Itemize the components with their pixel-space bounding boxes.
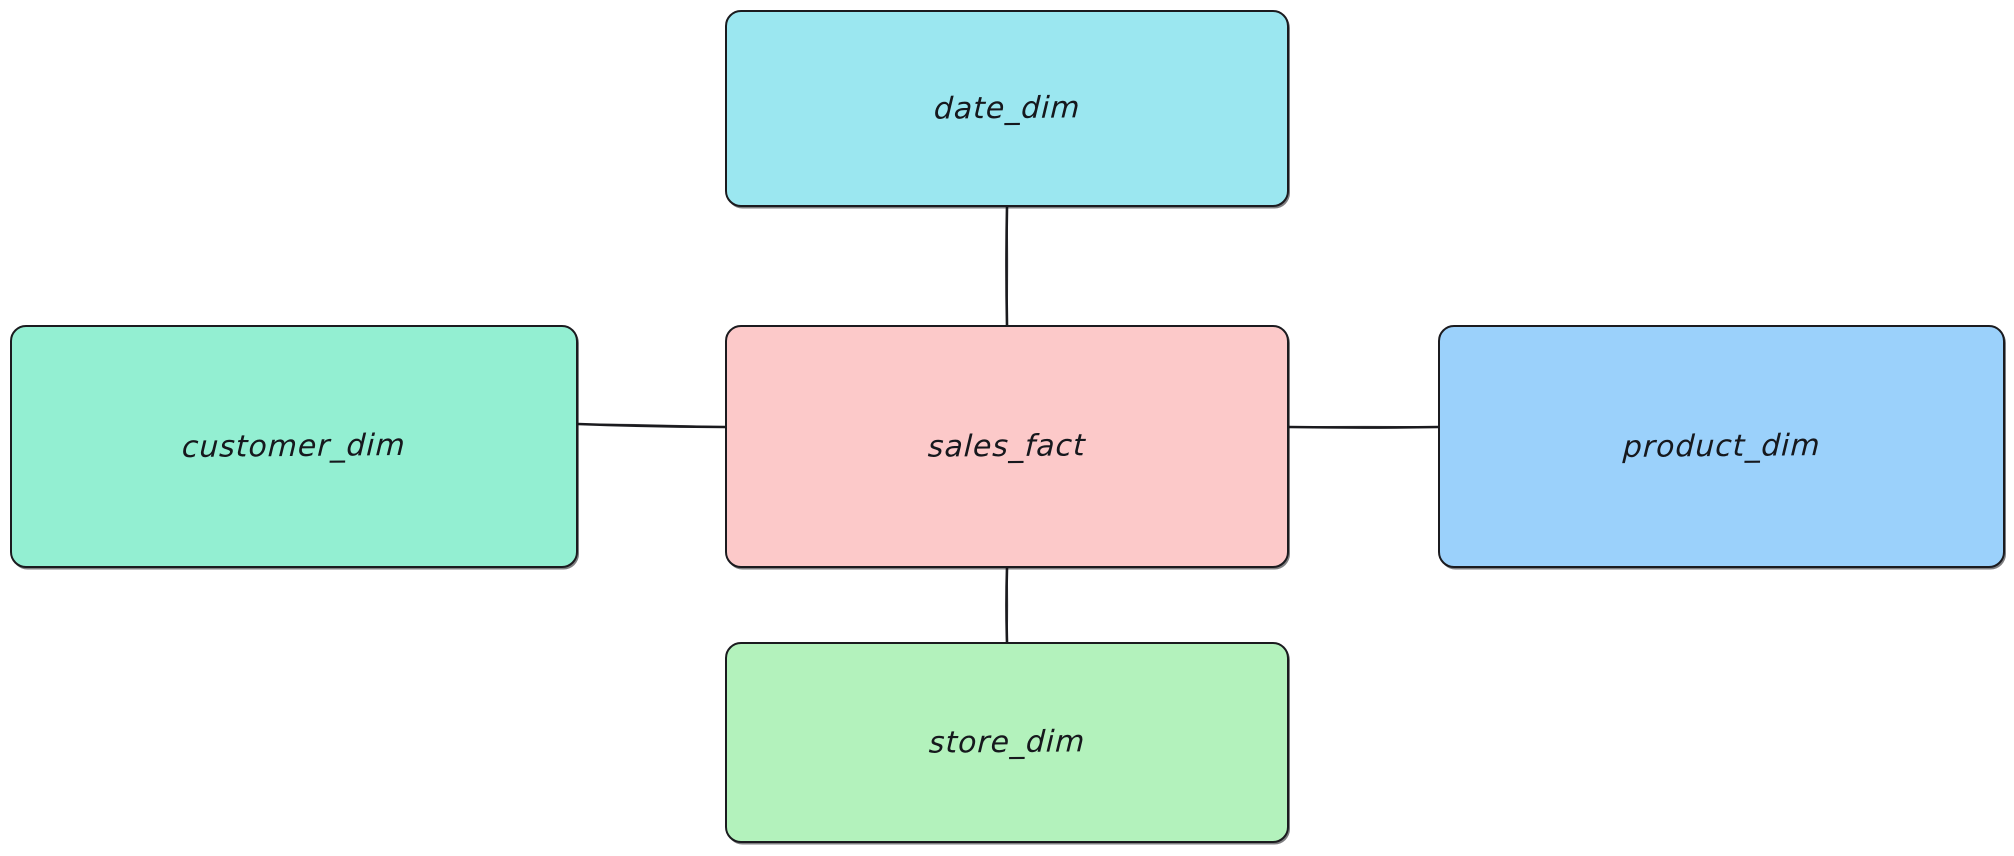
node-label-sales-fact: sales_fact <box>927 428 1087 465</box>
edge-sales-store-sketch <box>1006 567 1009 643</box>
node-label-date-dim: date_dim <box>932 90 1082 127</box>
node-product-dim[interactable]: product_dim <box>1438 325 2005 568</box>
edge-date-sales <box>1005 205 1009 327</box>
node-label-customer-dim: customer_dim <box>181 428 407 465</box>
node-label-store-dim: store_dim <box>928 724 1086 761</box>
node-store-dim[interactable]: store_dim <box>725 642 1289 843</box>
edge-sales-product <box>1287 425 1440 429</box>
node-date-dim[interactable]: date_dim <box>725 10 1289 207</box>
node-label-product-dim: product_dim <box>1621 428 1822 465</box>
edge-customer-sales-sketch <box>577 423 726 428</box>
node-customer-dim[interactable]: customer_dim <box>10 325 578 568</box>
edge-customer-sales <box>576 422 727 429</box>
edge-sales-product-sketch <box>1288 425 1439 428</box>
edge-sales-store <box>1005 566 1009 644</box>
node-sales-fact[interactable]: sales_fact <box>725 325 1289 568</box>
edge-date-sales-sketch <box>1006 206 1009 326</box>
